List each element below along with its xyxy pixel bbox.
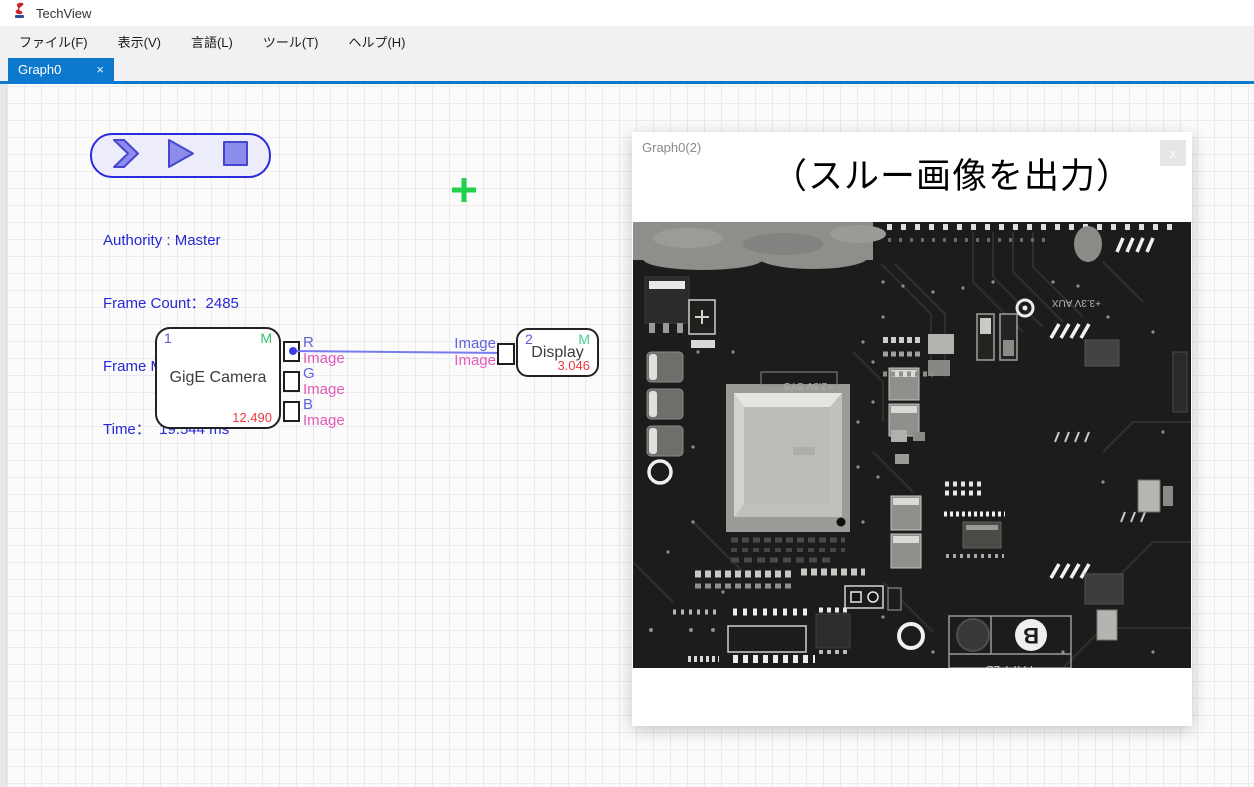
node-title: Display <box>531 343 584 361</box>
node-mode-badge: M <box>578 331 590 347</box>
port-camera-b[interactable] <box>283 401 300 422</box>
display-input-type: Image <box>454 352 496 369</box>
pcb-label-pat-pld: PAT PLD <box>985 663 1033 668</box>
node-mode-badge: M <box>260 330 272 346</box>
port-label-b: B <box>303 396 314 413</box>
menu-file[interactable]: ファイル(F) <box>19 34 88 50</box>
tab-graph0[interactable]: Graph0 × <box>8 58 114 81</box>
node-exec-time: 12.490 <box>232 410 272 425</box>
pcb-camera-image: +3.3V AUX +2.5V SYS <box>633 222 1191 668</box>
port-type-g-image: Image <box>303 381 345 398</box>
image-window-title: Graph0(2) <box>642 140 702 155</box>
port-type-r-image: Image <box>303 350 345 367</box>
pcb-label-sys: +2.5V SYS <box>783 380 833 391</box>
menu-language[interactable]: 言語(L) <box>190 34 233 50</box>
play-icon[interactable] <box>167 138 195 174</box>
menu-help[interactable]: ヘルプ(H) <box>348 34 406 50</box>
port-label-g: G <box>303 365 315 382</box>
status-authority: Authority : Master <box>103 232 221 249</box>
status-frame-count: Frame Count：2485 <box>103 295 239 312</box>
graph-canvas[interactable]: Authority : Master Frame Count：2485 Fram… <box>0 84 1254 787</box>
step-icon[interactable] <box>112 138 140 174</box>
port-display-in[interactable] <box>497 343 515 365</box>
canvas-left-strip <box>0 84 7 787</box>
tab-label: Graph0 <box>18 62 62 77</box>
pcb-label-b-marker: B <box>1023 623 1039 648</box>
image-window-graph0-2[interactable]: Graph0(2) x （スルー画像を出力） <box>632 132 1192 726</box>
node-gige-camera[interactable]: 1 M GigE Camera 12.490 <box>155 327 281 429</box>
menu-bar: ファイル(F) 表示(V) 言語(L) ツール(T) ヘルプ(H) <box>0 26 1254 56</box>
node-title: GigE Camera <box>169 369 267 386</box>
app-logo-icon <box>12 2 28 25</box>
tab-strip: Graph0 × <box>0 56 1254 84</box>
close-icon[interactable]: x <box>1160 140 1186 166</box>
app-title: TechView <box>36 5 92 21</box>
tab-close-icon[interactable]: × <box>96 62 104 77</box>
node-exec-time: 3.046 <box>557 358 590 373</box>
menu-tools[interactable]: ツール(T) <box>262 34 319 50</box>
port-camera-g[interactable] <box>283 371 300 392</box>
annotation-text: （スルー画像を出力） <box>771 157 1132 196</box>
node-index: 2 <box>525 331 533 347</box>
cursor-cross-icon <box>449 175 479 210</box>
port-label-r: R <box>303 334 314 351</box>
menu-view[interactable]: 表示(V) <box>117 34 161 50</box>
port-type-b-image: Image <box>303 412 345 429</box>
node-display[interactable]: 2 M Display 3.046 <box>516 328 599 377</box>
pcb-label-aux: +3.3V AUX <box>1051 297 1101 308</box>
run-control-panel <box>90 133 271 178</box>
window-titlebar[interactable]: TechView <box>0 0 1254 26</box>
node-index: 1 <box>164 330 172 346</box>
display-input-signal: Image <box>454 335 496 352</box>
stop-icon[interactable] <box>221 138 249 174</box>
